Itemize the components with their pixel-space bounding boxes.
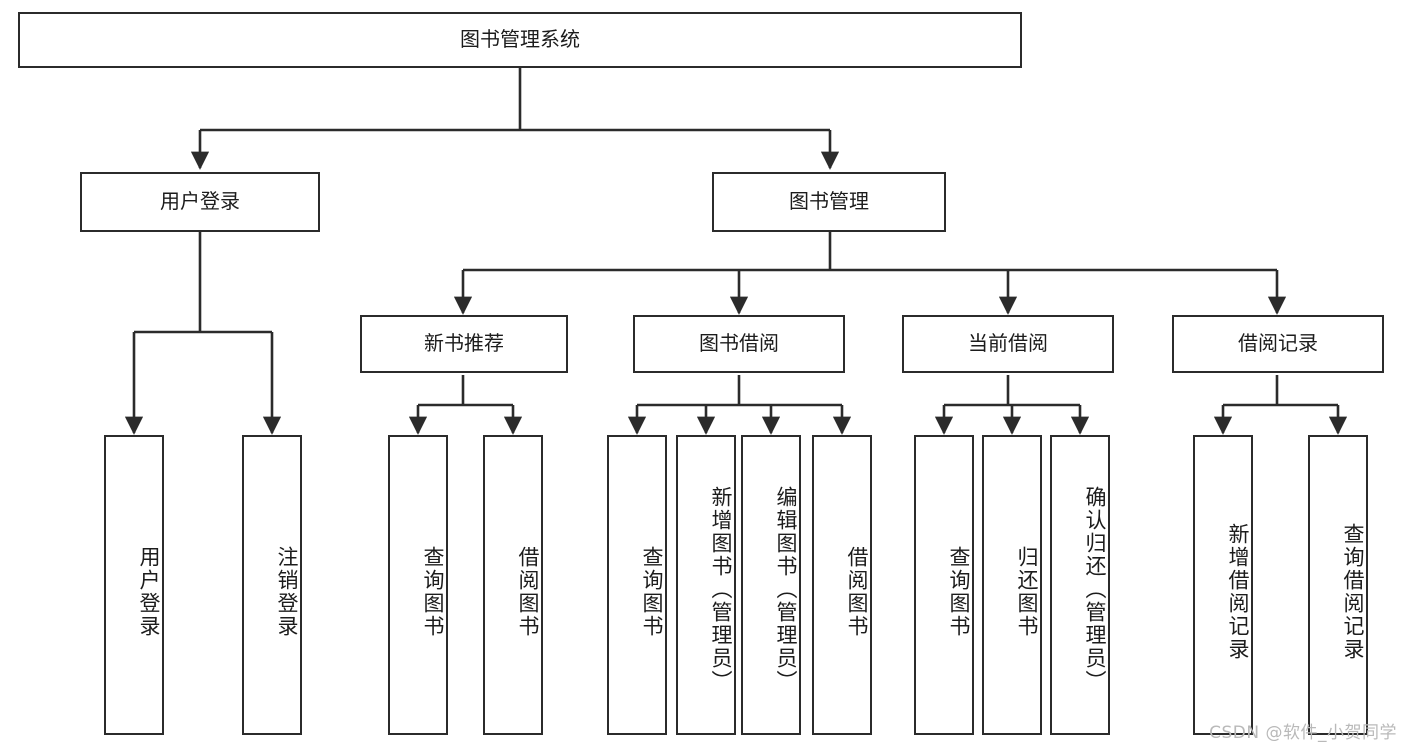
node-leaf-borrow-record-1[interactable]: 新增借阅记录	[1193, 435, 1253, 735]
node-leaf-current-borrow-1[interactable]: 查询图书	[914, 435, 974, 735]
node-leaf-book-borrow-4[interactable]: 借阅图书	[812, 435, 872, 735]
node-leaf-book-borrow-4-label: 借阅图书	[845, 546, 869, 638]
node-leaf-user-login-2-label: 注销登录	[275, 546, 299, 638]
node-leaf-borrow-record-1-label: 新增借阅记录	[1226, 523, 1250, 661]
csdn-watermark: CSDN @软件_小贺同学	[1209, 723, 1397, 743]
node-leaf-borrow-record-2[interactable]: 查询借阅记录	[1308, 435, 1368, 735]
node-book-borrow[interactable]: 图书借阅	[633, 315, 845, 373]
node-leaf-current-borrow-3[interactable]: 确认归还（管理员）	[1050, 435, 1110, 735]
node-leaf-book-borrow-1-label: 查询图书	[640, 546, 664, 638]
node-borrow-record-label: 借阅记录	[1238, 331, 1318, 356]
node-root[interactable]: 图书管理系统	[18, 12, 1022, 68]
node-leaf-book-borrow-2[interactable]: 新增图书（管理员）	[676, 435, 736, 735]
node-current-borrow-label: 当前借阅	[968, 331, 1048, 356]
node-book-management-label: 图书管理	[789, 189, 869, 214]
node-current-borrow[interactable]: 当前借阅	[902, 315, 1114, 373]
node-leaf-current-borrow-2[interactable]: 归还图书	[982, 435, 1042, 735]
node-leaf-current-borrow-3-label: 确认归还（管理员）	[1083, 485, 1107, 693]
node-user-login-label: 用户登录	[160, 189, 240, 214]
node-root-label: 图书管理系统	[460, 27, 580, 52]
node-book-management[interactable]: 图书管理	[712, 172, 946, 232]
node-borrow-record[interactable]: 借阅记录	[1172, 315, 1384, 373]
node-leaf-new-book-2[interactable]: 借阅图书	[483, 435, 543, 735]
node-new-book-recommend[interactable]: 新书推荐	[360, 315, 568, 373]
node-leaf-current-borrow-2-label: 归还图书	[1015, 546, 1039, 638]
node-leaf-user-login-2[interactable]: 注销登录	[242, 435, 302, 735]
node-leaf-book-borrow-3[interactable]: 编辑图书（管理员）	[741, 435, 801, 735]
node-book-borrow-label: 图书借阅	[699, 331, 779, 356]
node-leaf-book-borrow-3-label: 编辑图书（管理员）	[774, 485, 798, 693]
node-user-login[interactable]: 用户登录	[80, 172, 320, 232]
node-leaf-new-book-1-label: 查询图书	[421, 546, 445, 638]
node-leaf-user-login-1[interactable]: 用户登录	[104, 435, 164, 735]
node-leaf-user-login-1-label: 用户登录	[137, 546, 161, 638]
node-leaf-new-book-2-label: 借阅图书	[516, 546, 540, 638]
node-new-book-recommend-label: 新书推荐	[424, 331, 504, 356]
node-leaf-current-borrow-1-label: 查询图书	[947, 546, 971, 638]
node-leaf-book-borrow-2-label: 新增图书（管理员）	[709, 485, 733, 693]
node-leaf-new-book-1[interactable]: 查询图书	[388, 435, 448, 735]
node-leaf-book-borrow-1[interactable]: 查询图书	[607, 435, 667, 735]
node-leaf-borrow-record-2-label: 查询借阅记录	[1341, 523, 1365, 661]
